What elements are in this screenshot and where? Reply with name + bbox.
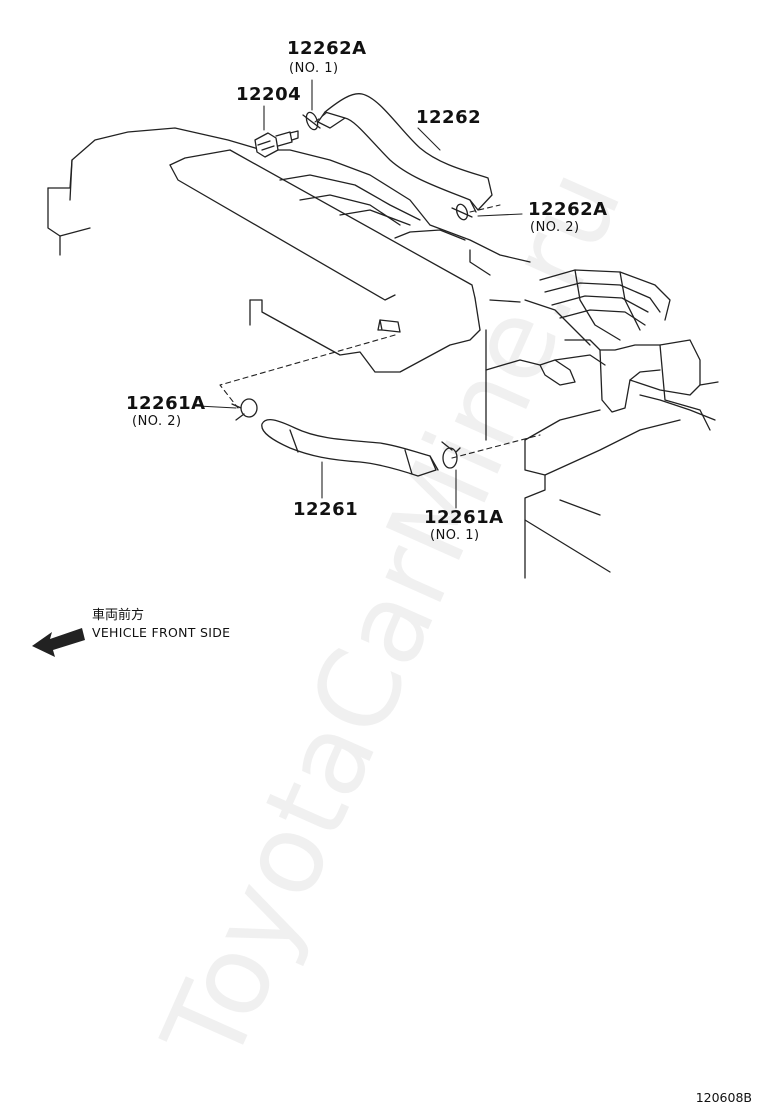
label-12261A-no1-sub: (NO. 1) (430, 528, 480, 543)
vehicle-front-en: VEHICLE FRONT SIDE (92, 625, 231, 640)
label-12262A-no2-sub: (NO. 2) (530, 220, 580, 235)
pcv-valve-12204 (254, 130, 299, 158)
figure-code: 120608B (695, 1090, 752, 1105)
label-12261A-no1: 12261A (424, 507, 504, 528)
intake-assembly (485, 269, 719, 579)
label-12261A-no2: 12261A (126, 393, 206, 414)
label-12262A-no1: 12262A (287, 38, 367, 59)
clip-12261A-no2 (231, 398, 258, 421)
label-12262A-no1-sub: (NO. 1) (289, 61, 339, 76)
leader-dashes (219, 109, 541, 459)
engine-outline (47, 127, 531, 373)
label-12262A-no2: 12262A (528, 199, 608, 220)
clip-12261A-no1 (441, 441, 461, 469)
clip-12262A-no2 (451, 203, 473, 221)
hose-12262 (317, 93, 493, 213)
arrow-left-icon (32, 628, 85, 657)
clip-12262A-no1 (302, 111, 321, 131)
hose-12261 (261, 418, 439, 477)
label-12261A-no2-sub: (NO. 2) (132, 414, 182, 429)
label-leaders (197, 79, 523, 509)
vehicle-front-jp: 車両前方 (92, 608, 145, 623)
label-12262: 12262 (416, 107, 482, 128)
label-12204: 12204 (236, 84, 302, 105)
label-12261: 12261 (293, 499, 359, 520)
